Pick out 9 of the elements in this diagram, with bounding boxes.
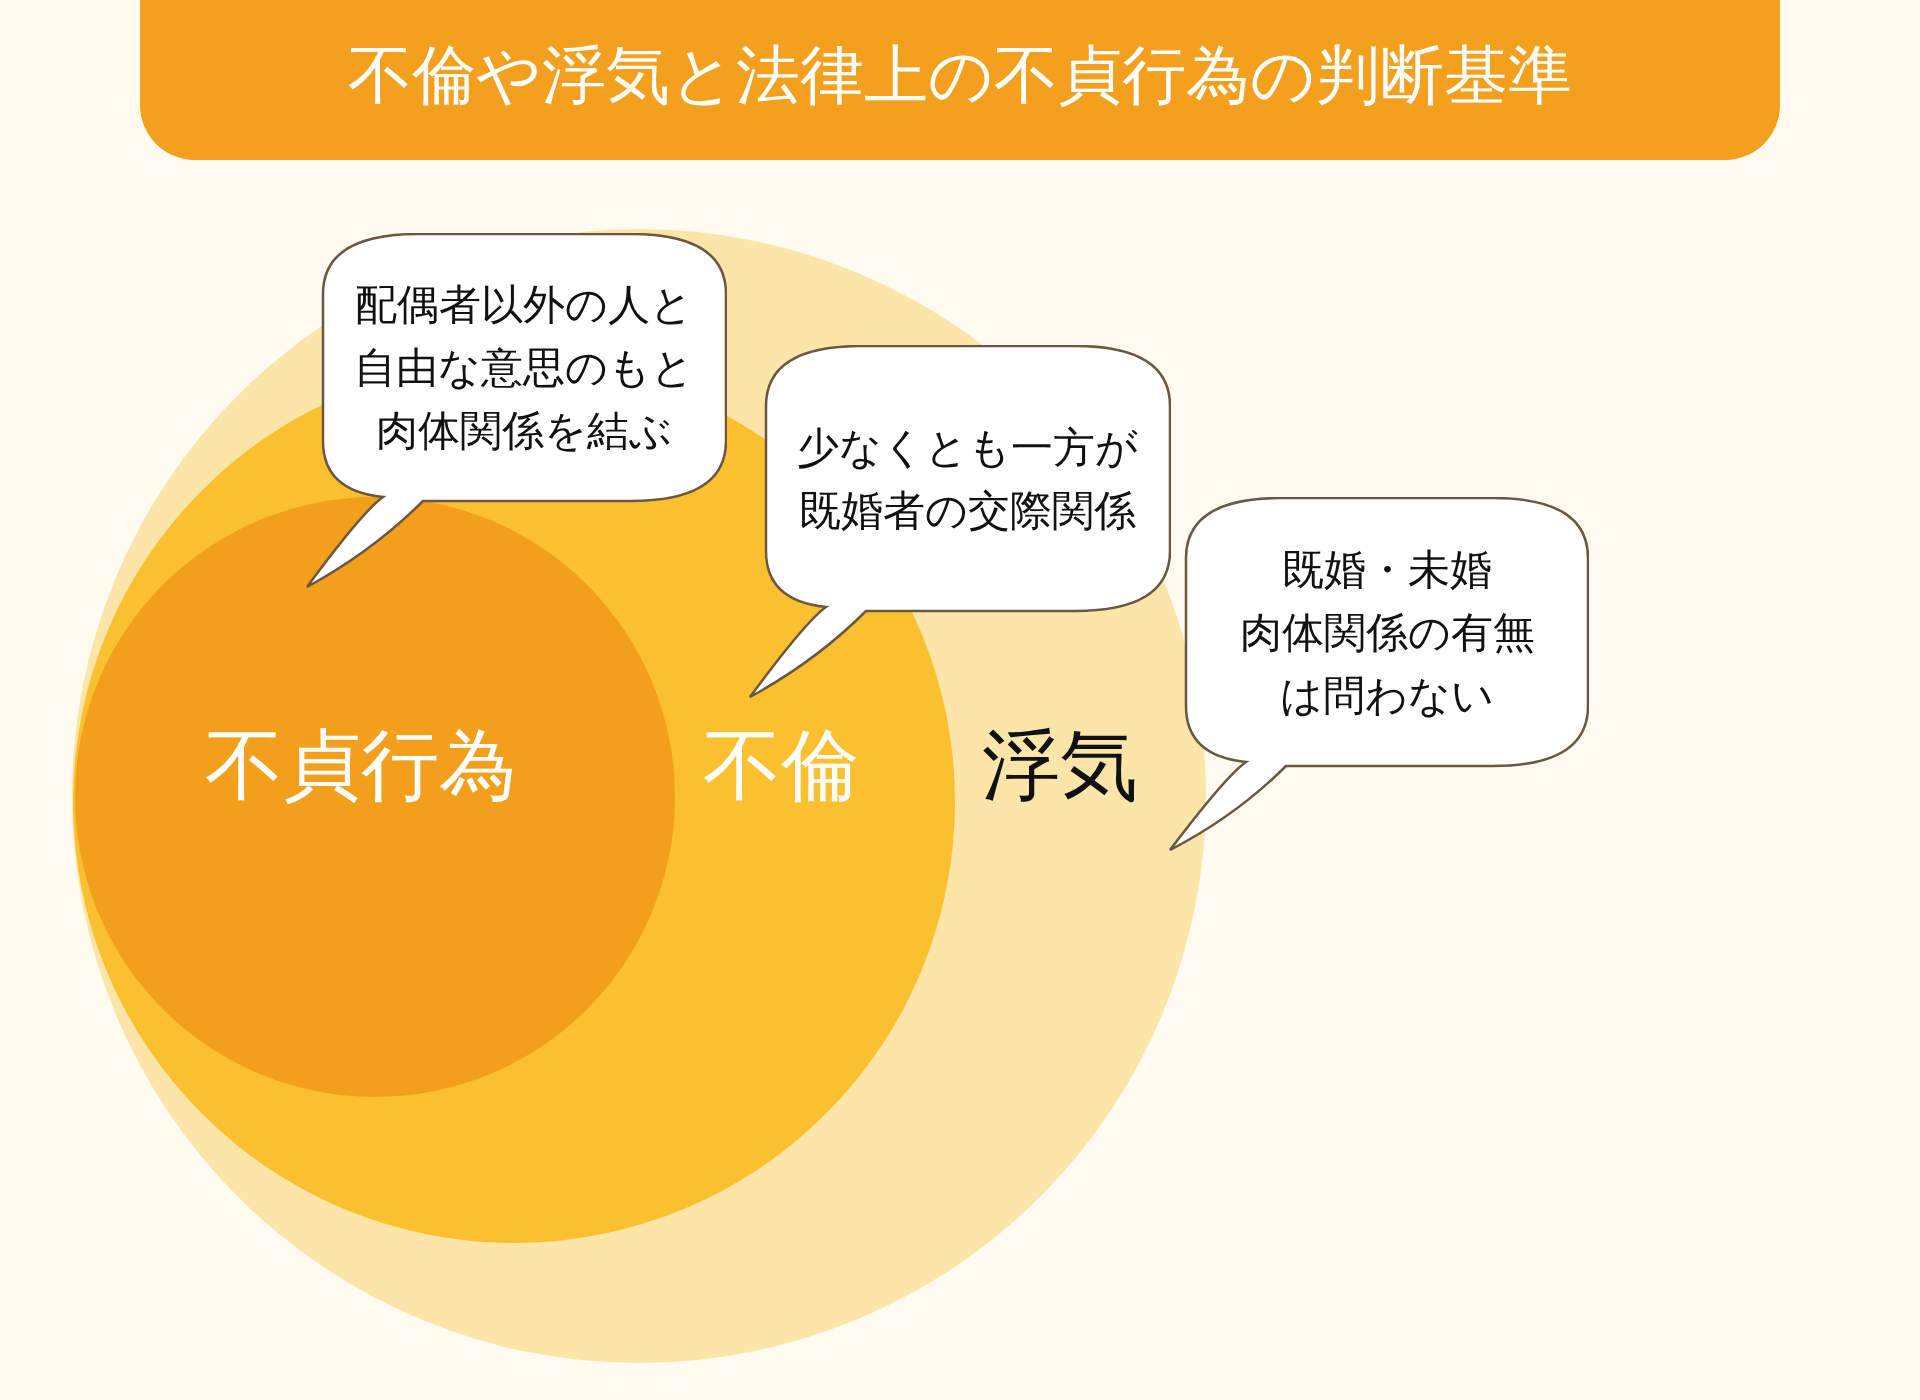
bubble-text: 配偶者以外の人と自由な意思のもと肉体関係を結ぶ xyxy=(353,279,696,457)
region-label: 浮気 xyxy=(982,726,1138,804)
bubble-text: 少なくとも一方が既婚者の交際関係 xyxy=(796,421,1140,537)
title-banner: 不倫や浮気と法律上の不貞行為の判断基準 xyxy=(140,0,1780,160)
region-label: 不貞行為 xyxy=(205,726,517,804)
bubble-text: 既婚・未婚 xyxy=(1281,543,1493,596)
region-label: 不倫 xyxy=(703,726,859,804)
speech-bubble-tooltip xyxy=(1169,497,1589,851)
bubble-text: 肉体関係の有無は問わない xyxy=(1238,606,1536,722)
